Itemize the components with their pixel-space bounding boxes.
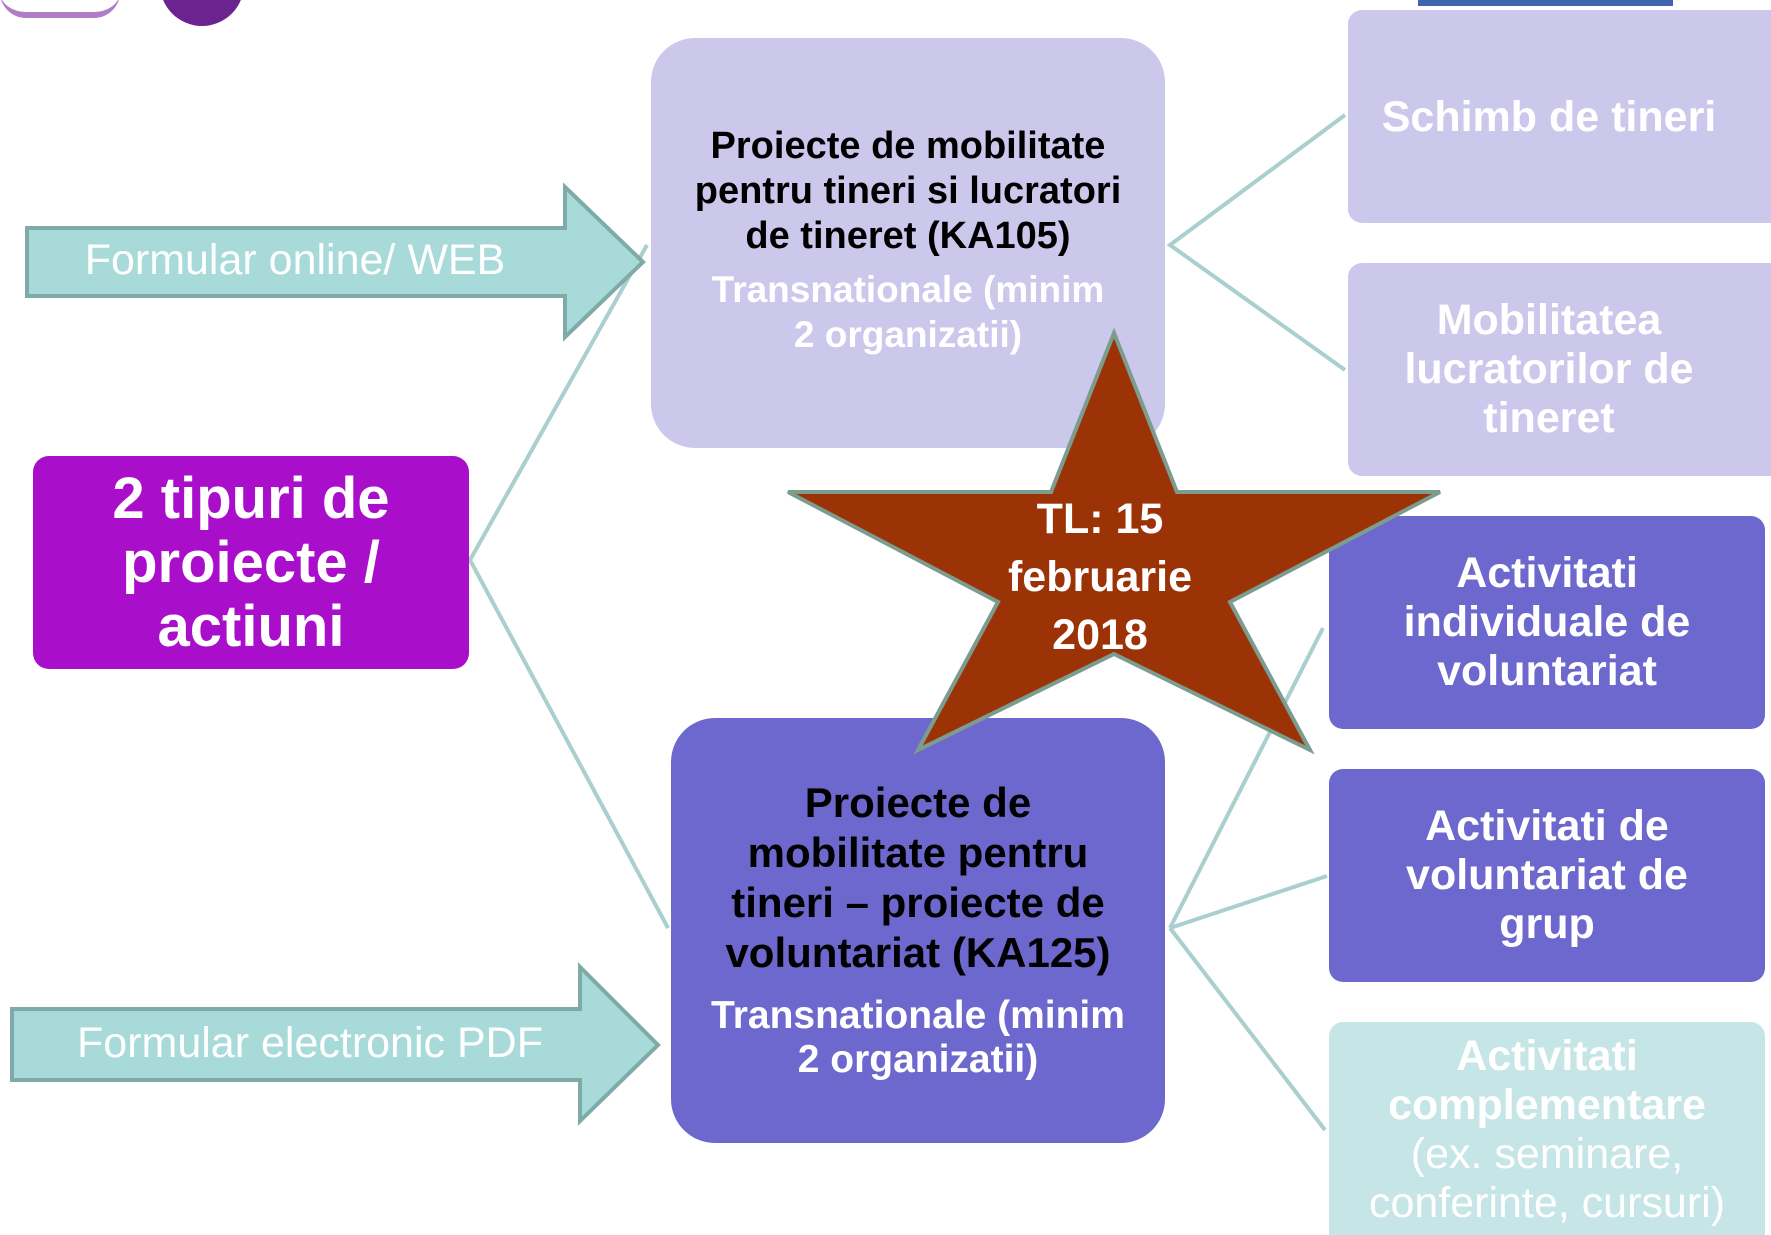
central-line-2: proiecte / xyxy=(122,529,380,595)
connector-ka125-group xyxy=(1169,874,1328,930)
ka125-title: Proiecte de mobilitate pentru tineri – p… xyxy=(725,778,1110,978)
deadline-star-icon xyxy=(787,327,1441,755)
ka105-sub-line-1: Transnationale (minim xyxy=(711,269,1105,310)
group-volunteering-line-3: grup xyxy=(1499,900,1595,948)
ka105-subtitle: Transnationale (minim 2 organizatii) xyxy=(712,267,1105,357)
youth-exchange-line-1: Schimb de tineri xyxy=(1381,93,1717,141)
group-volunteering-line-2: voluntariat de xyxy=(1406,851,1688,899)
arrow-pdf-label: Formular electronic PDF xyxy=(77,1019,543,1067)
ka105-title-line-1: Proiecte de mobilitate xyxy=(710,125,1106,167)
ka125-title-line-4: voluntariat (KA125) xyxy=(725,929,1111,976)
ka105-title-line-2: pentru tineri si lucratori xyxy=(694,170,1122,212)
complementary-normal-line-1: (ex. seminare, xyxy=(1410,1130,1684,1178)
ka125-subtitle: Transnationale (minim 2 organizatii) xyxy=(711,994,1125,1082)
ka125-sub-line-2: 2 organizatii) xyxy=(797,1038,1039,1081)
individual-volunteering-line-1: Activitati xyxy=(1456,549,1638,597)
youth-exchange-box: Schimb de tineri xyxy=(1348,10,1771,223)
logo-arc-icon xyxy=(0,0,120,18)
youth-workers-line-3: tineret xyxy=(1483,394,1615,442)
arrow-pdf xyxy=(10,962,661,1126)
connector-ka125-complementary xyxy=(1168,926,1327,1132)
youth-workers-line-2: lucratorilor de xyxy=(1404,345,1694,393)
complementary-bold-line-1: Activitati xyxy=(1456,1032,1638,1080)
complementary-box: Activitati complementare (ex. seminare, … xyxy=(1329,1022,1765,1235)
ka125-title-line-3: tineri – proiecte de xyxy=(731,879,1105,926)
deadline-text: TL: 15 februarie 2018 xyxy=(985,490,1215,664)
ka125-sub-line-1: Transnationale (minim xyxy=(711,994,1125,1037)
ka125-box: Proiecte de mobilitate pentru tineri – p… xyxy=(671,718,1165,1143)
arrow-web xyxy=(25,182,646,342)
arrow-web-label: Formular online/ WEB xyxy=(84,236,506,284)
complementary-normal-line-2: conferinte, cursuri) xyxy=(1368,1179,1726,1227)
connector-central-ka105 xyxy=(467,244,670,929)
central-line-3: actiuni xyxy=(157,593,345,659)
deadline-line-2: februarie xyxy=(1007,553,1192,601)
central-box: 2 tipuri de proiecte / actiuni xyxy=(33,456,469,669)
ka125-title-line-1: Proiecte de xyxy=(804,779,1032,826)
group-volunteering-line-1: Activitati de xyxy=(1425,802,1669,850)
ka125-title-line-2: mobilitate pentru xyxy=(747,829,1089,876)
central-line-1: 2 tipuri de xyxy=(112,465,390,531)
individual-volunteering-line-2: individuale de xyxy=(1403,598,1691,646)
ka105-sub-line-2: 2 organizatii) xyxy=(793,314,1023,355)
deadline-line-1: TL: 15 xyxy=(1036,495,1164,543)
ka105-title-line-3: de tineret (KA105) xyxy=(745,215,1071,257)
individual-volunteering-box: Activitati individuale de voluntariat xyxy=(1329,516,1765,729)
erasmus-logo-icon xyxy=(1418,0,1673,6)
youth-workers-line-1: Mobilitatea xyxy=(1436,296,1662,344)
deadline-line-3: 2018 xyxy=(1052,611,1148,659)
ka105-title: Proiecte de mobilitate pentru tineri si … xyxy=(695,124,1122,259)
youth-workers-box: Mobilitatea lucratorilor de tineret xyxy=(1348,263,1771,476)
individual-volunteering-line-3: voluntariat xyxy=(1437,647,1657,695)
group-volunteering-box: Activitati de voluntariat de grup xyxy=(1329,769,1765,982)
connector-ka105-outputs xyxy=(1166,113,1347,372)
complementary-bold-line-2: complementare xyxy=(1388,1081,1706,1129)
connector-ka125-individual xyxy=(1168,627,1325,929)
ka105-box: Proiecte de mobilitate pentru tineri si … xyxy=(651,38,1165,448)
